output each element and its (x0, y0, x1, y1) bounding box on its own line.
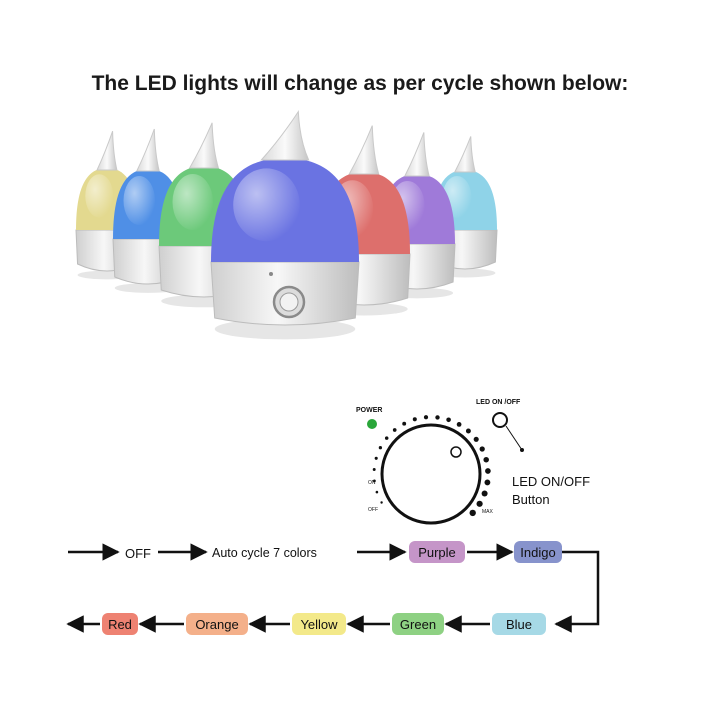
color-step-pill (514, 541, 562, 563)
dial-scale-dot (473, 436, 479, 442)
dial-scale-dot (373, 479, 376, 483)
color-cycle-flow: OFF Auto cycle 7 colors Purple Indigo Blu… (66, 541, 600, 635)
led-on-off-button[interactable] (492, 412, 508, 428)
color-step-pill (186, 613, 248, 635)
power-label: POWER (356, 407, 382, 414)
dial-scale-dot (392, 428, 397, 432)
color-step-red: Red (102, 613, 138, 635)
dial-scale-dot (380, 501, 383, 504)
arrow-wrap-indigo-to-blue (554, 550, 600, 633)
dial-scale-dot (446, 417, 451, 423)
dial-scale-dot (435, 415, 440, 420)
humidifier-unit (210, 110, 360, 340)
control-panel: POWER LED ON /OFF LED ON/OFF Button ON O… (356, 399, 590, 525)
dial-scale-dot (412, 417, 417, 422)
dial-scale-dot (476, 500, 483, 507)
step-auto-cycle-label: Auto cycle 7 colors (212, 546, 317, 560)
dial-scale (372, 415, 491, 517)
dial-scale-dot (375, 490, 379, 494)
callout-line2: Button (512, 492, 550, 507)
color-step-label: Purple (418, 545, 456, 560)
color-step-pill (409, 541, 465, 563)
dial-on-label: ON (368, 480, 376, 486)
dial-scale-dot (402, 421, 407, 426)
color-step-orange: Orange (186, 613, 248, 635)
step-off-label: OFF (125, 546, 151, 561)
dial-max-label: MAX (482, 509, 494, 515)
headline: The LED lights will change as per cycle … (91, 72, 629, 95)
dial-scale-dot (481, 490, 488, 497)
color-step-label: Red (108, 617, 132, 632)
dial-scale-dot (485, 468, 491, 474)
color-step-pill (392, 613, 444, 635)
humidity-dial[interactable] (380, 423, 482, 525)
dial-scale-dot (378, 446, 383, 450)
color-step-green: Green (392, 613, 444, 635)
color-step-label: Blue (506, 617, 532, 632)
dial-scale-dot (483, 456, 489, 463)
color-step-label: Yellow (300, 617, 338, 632)
color-step-pill (492, 613, 546, 635)
color-step-label: Orange (195, 617, 238, 632)
color-step-purple: Purple (409, 541, 465, 563)
dial-scale-dot (374, 456, 378, 460)
dial-scale-dot (456, 422, 462, 427)
led-on-off-label: LED ON /OFF (476, 399, 521, 406)
dial-scale-dot (372, 468, 376, 471)
dial-indicator-knob (450, 446, 462, 458)
dial-scale-dot (465, 428, 471, 434)
dial-scale-dot (479, 446, 485, 452)
dial-off-label: OFF (368, 507, 378, 513)
color-step-label: Indigo (520, 545, 555, 560)
callout-dot (520, 448, 524, 452)
color-step-blue: Blue (492, 613, 546, 635)
color-step-label: Green (400, 617, 436, 632)
humidifier-row (75, 110, 498, 340)
color-step-indigo: Indigo (514, 541, 562, 563)
color-step-pill (102, 613, 138, 635)
dial-scale-dot (484, 479, 491, 486)
power-indicator-led (367, 419, 377, 429)
color-step-yellow: Yellow (292, 613, 346, 635)
callout-line (505, 425, 523, 451)
dial-scale-dot (384, 436, 389, 440)
dial-scale-dot (469, 509, 476, 517)
color-step-pill (292, 613, 346, 635)
dial-scale-dot (423, 415, 429, 420)
callout-line1: LED ON/OFF (512, 474, 590, 489)
